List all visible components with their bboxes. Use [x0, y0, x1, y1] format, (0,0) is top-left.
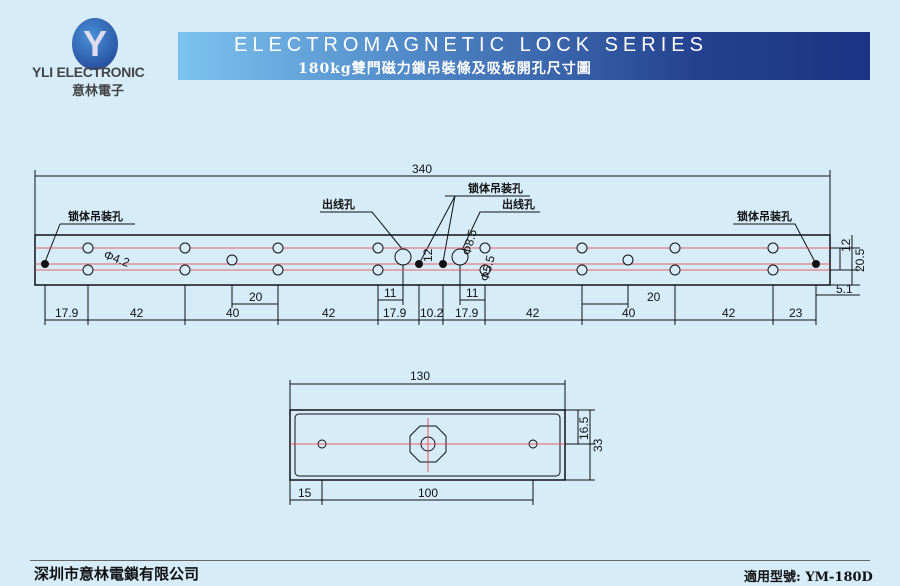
svg-text:17.9: 17.9 [383, 306, 407, 320]
svg-text:23: 23 [789, 306, 803, 320]
dim-right-20: 20 [647, 290, 661, 304]
plate-center-hole [409, 425, 447, 463]
dim-right-5-1: 5.1 [836, 282, 853, 296]
dim-small-dia: Φ5.5 [477, 253, 497, 282]
logo-icon: Y [72, 18, 118, 70]
dim-hole-dia: Φ4.2 [102, 248, 132, 270]
brand-name-cn: 意林電子 [72, 83, 125, 98]
label-lock-hole-center: 锁体吊装孔 [468, 181, 523, 195]
plate-dim-span: 100 [418, 486, 438, 500]
dim-overall: 340 [412, 162, 432, 176]
dim-right-20-5: 20.5 [853, 248, 867, 272]
footer-divider [30, 560, 870, 561]
label-wire-hole-left: 出线孔 [322, 197, 355, 211]
svg-text:40: 40 [622, 306, 636, 320]
title-banner: ELECTROMAGNETIC LOCK SERIES 180kg雙門磁力鎖吊裝… [178, 32, 870, 80]
dim-right-11: 11 [466, 286, 479, 300]
lock-bar-outline [34, 234, 831, 286]
label-lock-hole-left: 锁体吊装孔 [68, 209, 123, 223]
dim-right-12: 12 [839, 238, 853, 252]
model-label: 適用型號: [744, 570, 801, 585]
plate-outline [289, 409, 566, 481]
mount-holes [82, 242, 779, 276]
svg-text:17.9: 17.9 [55, 306, 79, 320]
svg-text:40: 40 [226, 306, 240, 320]
company-name: 深圳市意林電鎖有限公司 [34, 566, 200, 583]
plate-dim-h2: 33 [591, 438, 605, 452]
plate-dim-offset: 15 [298, 486, 312, 500]
brand-name: YLI ELECTRONIC [32, 64, 145, 80]
dim-center-12: 12 [421, 248, 435, 262]
model-number: YM-180D [805, 570, 873, 585]
label-wire-hole-right: 出线孔 [502, 197, 535, 211]
banner-subtitle: 180kg雙門磁力鎖吊裝條及吸板開孔尺寸圖 [298, 61, 592, 77]
bottom-dims: 17.9 42 40 42 17.9 10.2 17.9 42 40 42 23 [55, 306, 803, 320]
plate-dim-width: 130 [410, 369, 430, 383]
svg-text:42: 42 [322, 306, 336, 320]
model-info: 適用型號: YM-180D [744, 566, 873, 585]
banner-title: ELECTROMAGNETIC LOCK SERIES [234, 34, 708, 56]
lock-mount-holes [41, 260, 820, 268]
svg-text:42: 42 [130, 306, 144, 320]
dim-left-20: 20 [249, 290, 263, 304]
svg-text:17.9: 17.9 [455, 306, 479, 320]
svg-text:42: 42 [526, 306, 540, 320]
svg-text:10.2: 10.2 [420, 306, 444, 320]
dim-wire-dia: Φ8.5 [459, 227, 479, 256]
svg-text:42: 42 [722, 306, 736, 320]
label-lock-hole-right: 锁体吊装孔 [737, 209, 792, 223]
dim-left-11: 11 [384, 286, 397, 300]
plate-dim-h1: 16.5 [577, 416, 591, 440]
